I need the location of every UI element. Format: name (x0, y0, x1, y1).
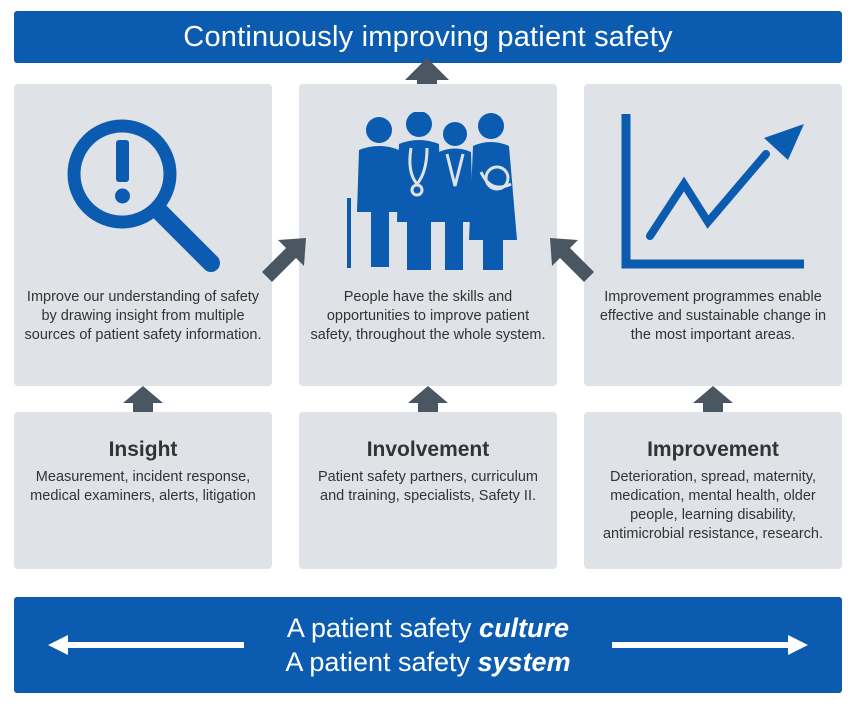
foundation-text: A patient safety culture A patient safet… (14, 611, 842, 679)
arrow-up-to-goal (405, 58, 449, 108)
arrow-up-insight (123, 386, 163, 414)
pillar-insight-title: Insight (108, 438, 178, 461)
foundation-line-system: A patient safety system (285, 647, 571, 677)
panel-improvement-description: Improvement programmes enable effective … (599, 289, 827, 343)
pillar-involvement-detail: Patient safety partners, curriculum and … (317, 469, 538, 504)
panel-insight-outcome: Improve our understanding of safety by d… (14, 84, 272, 386)
goal-banner: Continuously improving patient safety (14, 11, 842, 63)
magnifier-exclamation-icon (67, 119, 220, 272)
pillar-improvement-title: Improvement (647, 438, 779, 461)
culture-emphasis: culture (479, 613, 570, 643)
pillar-insight: Insight Measurement, incident response, … (14, 412, 272, 569)
panel-improvement-outcome: Improvement programmes enable effective … (584, 84, 842, 386)
rising-line-chart-icon (621, 114, 804, 269)
panel-insight-description: Improve our understanding of safety by d… (24, 289, 262, 343)
arrow-up-involvement (408, 386, 448, 414)
foundation-line-culture: A patient safety culture (286, 613, 570, 643)
pillar-involvement-title: Involvement (366, 438, 490, 461)
pillar-improvement-detail: Deterioration, spread, maternity, medica… (602, 469, 823, 542)
panel-involvement-description: People have the skills and opportunities… (310, 289, 546, 343)
system-emphasis: system (477, 647, 571, 677)
arrow-up-improvement (693, 386, 733, 414)
arrow-diagonal-left-to-center (262, 238, 306, 282)
pillar-involvement: Involvement Patient safety partners, cur… (299, 412, 557, 569)
goal-title: Continuously improving patient safety (183, 20, 673, 53)
people-group-icon (347, 112, 517, 270)
double-arrow-left-icon (48, 635, 244, 655)
double-arrow-right-icon (612, 635, 808, 655)
arrow-diagonal-right-to-center (550, 238, 594, 282)
panel-involvement-outcome: People have the skills and opportunities… (299, 84, 557, 386)
pillar-improvement: Improvement Deterioration, spread, mater… (584, 412, 842, 569)
foundation-banner: A patient safety culture A patient safet… (14, 597, 842, 693)
pillar-insight-detail: Measurement, incident response, medical … (30, 469, 256, 504)
